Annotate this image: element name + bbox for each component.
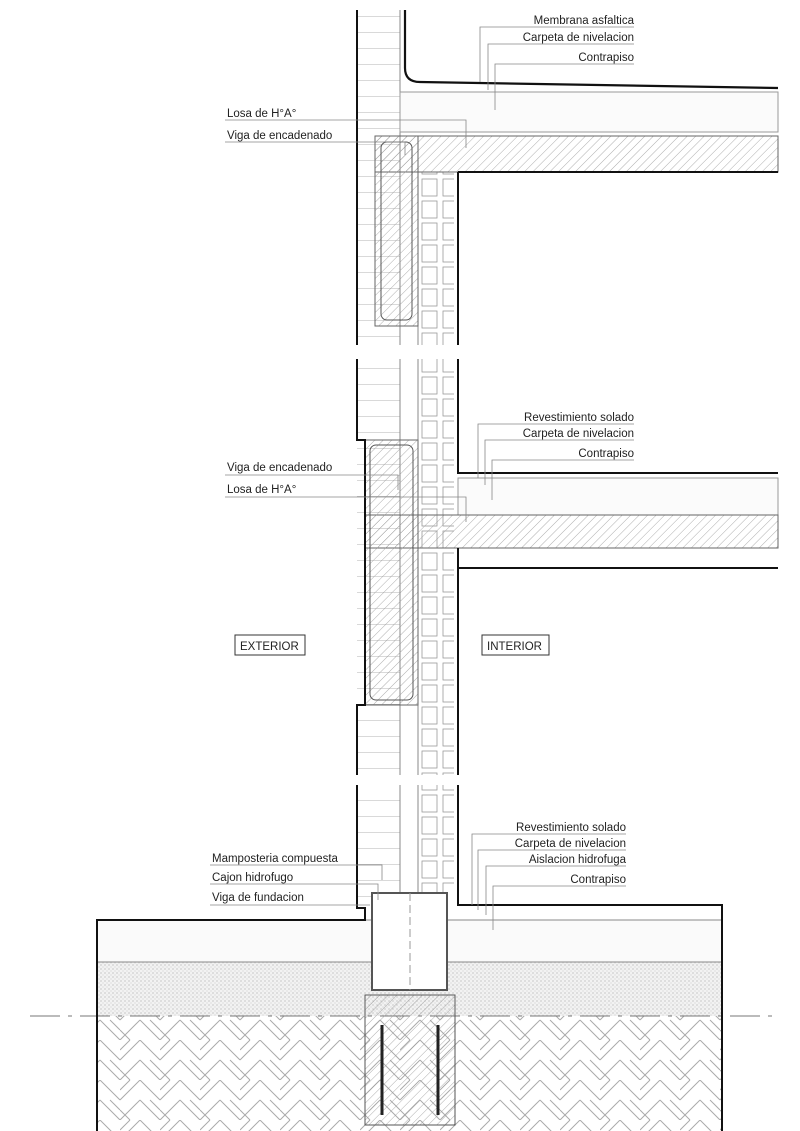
roof-slab	[374, 135, 779, 173]
label-revestimiento-ground: Revestimiento solado	[516, 822, 626, 834]
label-exterior: EXTERIOR	[240, 641, 299, 653]
label-aislacion-hidrofuga: Aislacion hidrofuga	[529, 854, 627, 866]
label-contrapiso-mid: Contrapiso	[578, 448, 634, 460]
label-carpeta-mid: Carpeta de nivelacion	[523, 428, 634, 440]
mid-beam	[364, 439, 419, 706]
label-interior: INTERIOR	[487, 641, 542, 653]
label-contrapiso-roof: Contrapiso	[578, 52, 634, 64]
label-membrana-asfaltica: Membrana asfaltica	[534, 15, 635, 27]
exterior-outline	[96, 10, 366, 1131]
label-carpeta-ground: Carpeta de nivelacion	[515, 838, 626, 850]
label-revestimiento-mid: Revestimiento solado	[524, 412, 634, 424]
label-losa-roof: Losa de H°A°	[227, 108, 296, 120]
label-losa-mid: Losa de H°A°	[227, 484, 296, 496]
asphalt-membrane	[403, 10, 779, 90]
label-cajon-hidrofugo: Cajon hidrofugo	[212, 872, 293, 884]
label-viga-fundacion: Viga de fundacion	[212, 892, 304, 904]
label-contrapiso-ground: Contrapiso	[570, 874, 626, 886]
mid-screed	[457, 477, 779, 516]
top-beam	[374, 135, 419, 327]
label-mamposteria-compuesta: Mamposteria compuesta	[212, 853, 339, 865]
label-carpeta-nivelacion-roof: Carpeta de nivelacion	[523, 32, 634, 44]
mid-slab	[364, 514, 779, 549]
label-viga-encadenado-mid: Viga de encadenado	[227, 462, 332, 474]
label-viga-encadenado-roof: Viga de encadenado	[227, 130, 332, 142]
leader-lines	[210, 26, 634, 930]
roof-screed	[399, 91, 779, 133]
foundation-beam	[364, 994, 456, 1126]
